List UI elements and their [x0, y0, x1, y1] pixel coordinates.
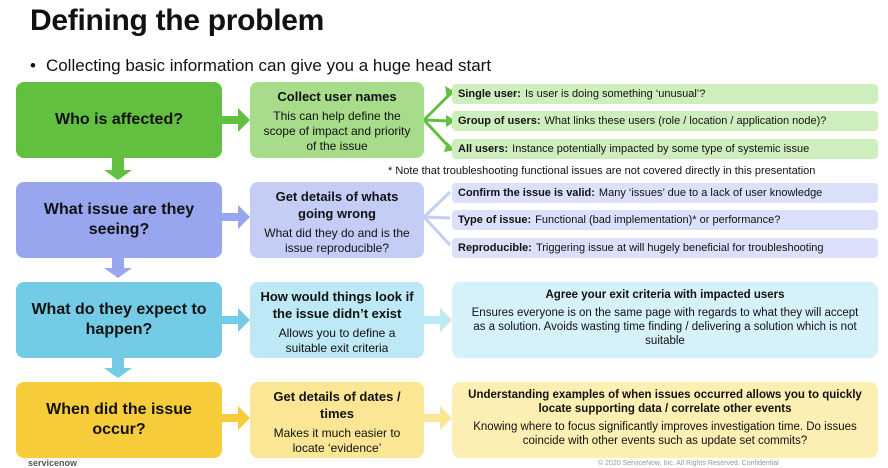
question-when-occur: When did the issue occur? — [16, 382, 222, 458]
item-type-issue: Type of issue:Functional (bad implementa… — [452, 210, 878, 230]
step-get-details-wrong: Get details of whats going wrong What di… — [250, 182, 424, 258]
detail-text: Ensures everyone is on the same page wit… — [471, 307, 859, 347]
arrow-blue-right — [222, 205, 250, 229]
item-label: Type of issue: — [458, 214, 532, 226]
step-description: Makes it much easier to locate ‘evidence… — [273, 426, 401, 455]
item-text: Triggering issue at will hugely benefici… — [535, 242, 824, 254]
slide-title: Defining the problem — [30, 4, 325, 37]
item-label: Confirm the issue is valid: — [458, 187, 595, 199]
item-single-user: Single user:Is user is doing something ‘… — [452, 84, 878, 104]
copyright-text: © 2020 ServiceNow, Inc. All Rights Reser… — [598, 460, 779, 467]
arrow-green-right — [222, 108, 250, 132]
item-label: Reproducible: — [458, 242, 532, 254]
step-heading: Get details of dates / times — [273, 389, 401, 421]
item-label: All users: — [458, 143, 509, 155]
footnote: * Note that troubleshooting functional i… — [388, 165, 816, 177]
step-heading: Collect user names — [277, 89, 397, 104]
step-heading: Get details of whats going wrong — [275, 189, 399, 221]
item-text: Is user is doing something ‘unusual’? — [524, 88, 706, 100]
detail-text: Knowing where to focus significantly imp… — [473, 421, 857, 447]
item-confirm-valid: Confirm the issue is valid:Many ‘issues’… — [452, 183, 878, 203]
step-collect-user-names: Collect user names This can help define … — [250, 82, 424, 158]
question-what-issue: What issue are they seeing? — [16, 182, 222, 258]
item-all-users: All users:Instance potentially impacted … — [452, 139, 878, 159]
item-text: Many ‘issues’ due to a lack of user know… — [598, 187, 823, 199]
item-text: Instance potentially impacted by some ty… — [512, 143, 810, 155]
servicenow-logo: servicenow — [28, 458, 78, 468]
question-expect-happen: What do they expect to happen? — [16, 282, 222, 358]
item-text: Functional (bad implementation)* or perf… — [535, 214, 781, 226]
step-dates-times: Get details of dates / times Makes it mu… — [250, 382, 424, 458]
detail-when-occurred: Understanding examples of when issues oc… — [452, 382, 878, 458]
intro-bullet: • Collecting basic information can give y… — [30, 56, 491, 76]
question-who-affected: Who is affected? — [16, 82, 222, 158]
item-label: Single user: — [458, 88, 521, 100]
detail-exit-criteria: Agree your exit criteria with impacted u… — [452, 282, 878, 358]
step-description: What did they do and is the issue reprod… — [264, 226, 410, 255]
arrow-blue-down — [104, 258, 132, 278]
step-description: This can help define the scope of impact… — [263, 109, 411, 153]
step-heading: How would things look if the issue didn’… — [260, 289, 414, 321]
item-text: What links these users (role / location … — [544, 115, 827, 127]
detail-heading: Agree your exit criteria with impacted u… — [545, 289, 785, 301]
arrow-cyan-down — [104, 358, 132, 378]
item-label: Group of users: — [458, 115, 541, 127]
arrow-yellow-right — [222, 406, 250, 430]
item-reproducible: Reproducible:Triggering issue at will hu… — [452, 238, 878, 258]
arrow-green-down — [104, 158, 132, 180]
bullet-dot: • — [30, 56, 36, 75]
intro-bullet-text: Collecting basic information can give yo… — [45, 56, 492, 75]
item-group-users: Group of users:What links these users (r… — [452, 111, 878, 131]
detail-heading: Understanding examples of when issues oc… — [468, 389, 862, 415]
arrow-cyan-right — [222, 308, 250, 332]
step-description: Allows you to define a suitable exit cri… — [278, 326, 396, 355]
step-how-things-look: How would things look if the issue didn’… — [250, 282, 424, 358]
